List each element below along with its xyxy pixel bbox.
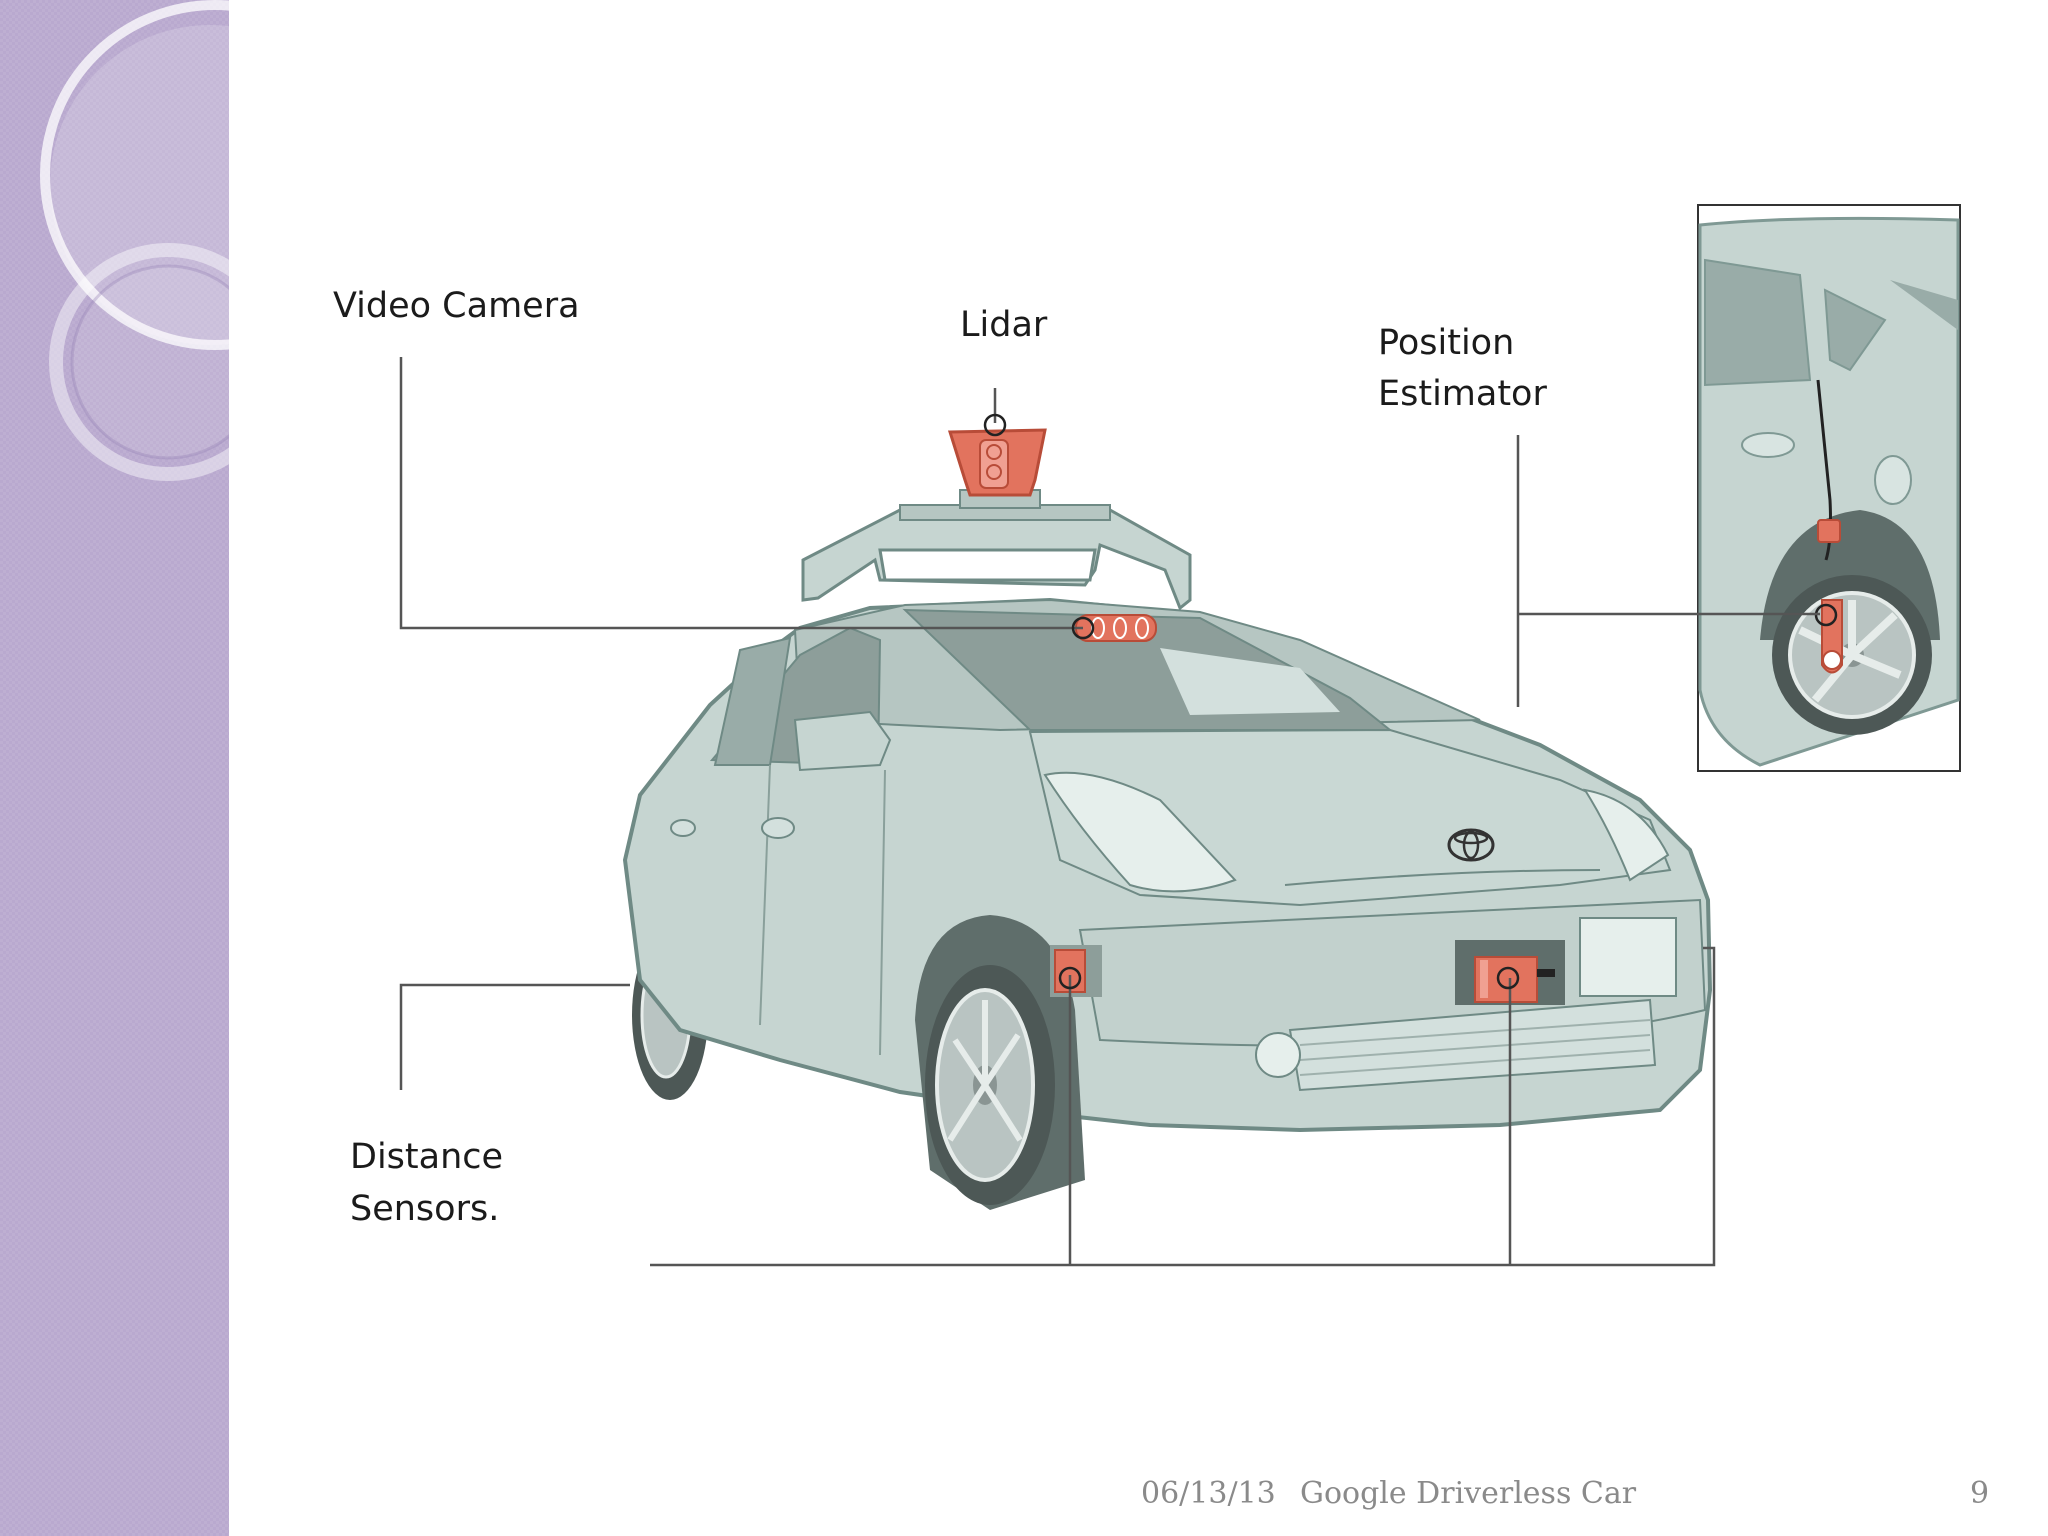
leader-lines xyxy=(399,357,1820,1267)
label-position-estimator-line2: Estimator xyxy=(1378,374,1547,414)
label-distance-sensors-line1: Distance xyxy=(350,1137,504,1177)
footer-title: Google Driverless Car xyxy=(1300,1476,1637,1511)
label-position-estimator-line1: Position xyxy=(1378,323,1515,363)
label-lidar: Lidar xyxy=(960,305,1048,345)
car-illustration xyxy=(622,597,1713,1210)
lidar-sensor xyxy=(801,428,1192,611)
label-distance-sensors-line2: Sensors. xyxy=(350,1189,500,1229)
toyota-logo-icon xyxy=(1447,828,1495,862)
decorative-circles xyxy=(40,0,229,481)
label-video-camera: Video Camera xyxy=(333,286,580,326)
footer-date: 06/13/13 xyxy=(1141,1476,1276,1511)
slide-number: 9 xyxy=(1970,1476,1990,1511)
video-camera-sensor xyxy=(1075,614,1157,642)
slide-sidebar xyxy=(0,0,229,1536)
position-estimator-inset xyxy=(1697,204,1961,772)
